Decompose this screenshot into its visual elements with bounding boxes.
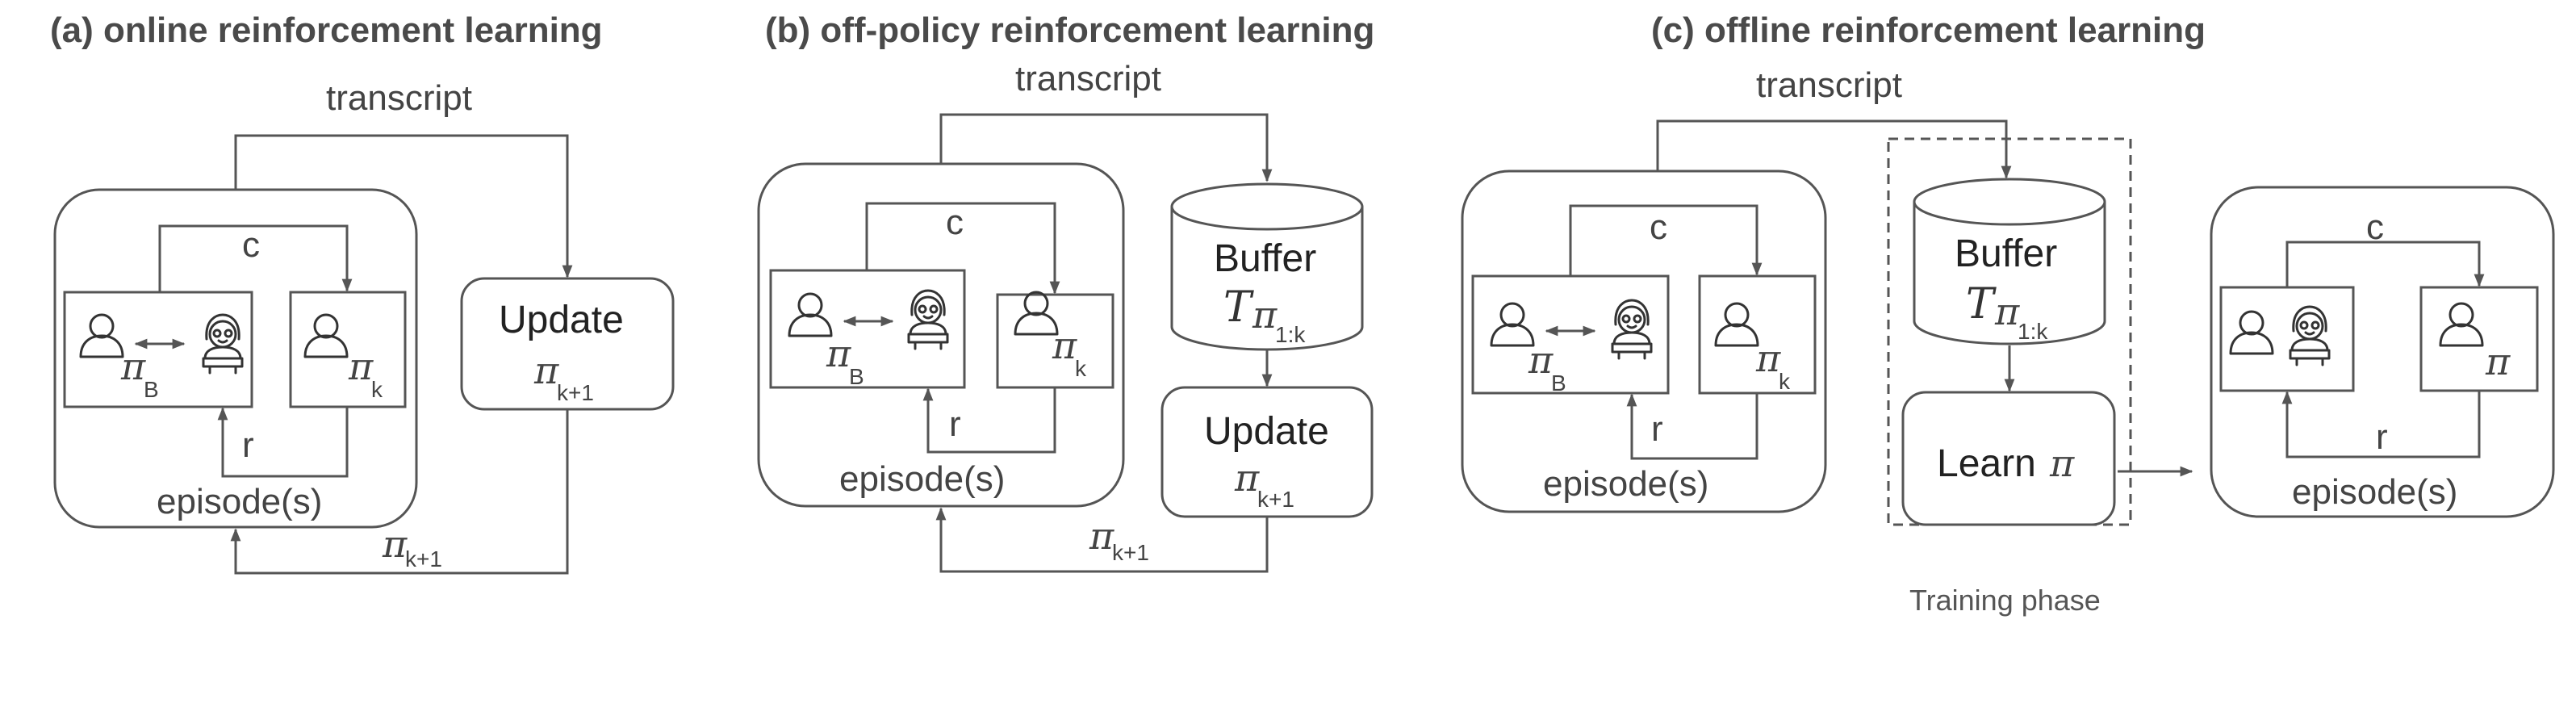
user-icon <box>1714 302 1759 347</box>
panel-c-pi2: π <box>2485 340 2511 383</box>
panel-c-buffer <box>1913 178 2106 345</box>
panel-b-r-label: r <box>949 404 961 444</box>
panel-b-c-arrow <box>865 202 1060 295</box>
panel-a-back-arrow <box>230 409 569 575</box>
panel-b-back-arrow <box>935 507 1269 573</box>
panel-c-buffer-pi: π <box>1994 290 2020 333</box>
panel-c-r-arrow <box>1626 393 1758 460</box>
panel-b-update-pi: π <box>1234 456 1260 500</box>
panel-c-episodes-label: episode(s) <box>1543 464 1708 504</box>
panel-a-episodes-label: episode(s) <box>157 482 322 521</box>
user-icon <box>1014 291 1059 336</box>
user-icon <box>79 313 124 358</box>
panel-a-update-pi: π <box>533 349 559 392</box>
panel-a-r-arrow <box>217 407 349 478</box>
panel-b-dialog-box <box>769 269 966 389</box>
panel-a-pi-b: π <box>120 345 146 388</box>
panel-b-pi-k-sub: k <box>1075 356 1087 381</box>
panel-a-c-label: c <box>242 225 260 265</box>
user-icon <box>1490 302 1535 347</box>
panel-c-r2-label: r <box>2376 417 2388 457</box>
panel-c-dialog2-box <box>2219 286 2355 392</box>
panel-c-pi-k: π <box>1755 337 1781 380</box>
panel-b-buffer <box>1170 182 1364 351</box>
panel-c-buffer-t: T <box>1966 280 1997 329</box>
panel-c-episodes2-box <box>2210 186 2555 518</box>
panel-a-update-pi-sub: k+1 <box>557 380 594 405</box>
panel-a-title: (a) online reinforcement learning <box>50 10 603 50</box>
panel-a-transcript-label: transcript <box>326 78 472 118</box>
panel-b-transcript-arrow <box>939 113 1273 182</box>
panel-c-c2-arrow <box>2285 241 2485 287</box>
panel-c-transcript-arrow <box>1656 119 2012 179</box>
panel-c-episodes2-label: episode(s) <box>2292 472 2457 512</box>
panel-c: (c) offline reinforcement learning π B π… <box>1461 10 2555 617</box>
panel-c-r2-arrow <box>2281 391 2481 458</box>
panel-b-buffer-label: Buffer <box>1214 237 1316 280</box>
panel-a-transcript-arrow <box>234 134 573 278</box>
robot-agent-icon <box>202 313 244 375</box>
panel-a-pi-k-sub: k <box>371 377 383 402</box>
panel-c-learn-label: Learn <box>1937 442 2036 485</box>
panel-c-training-phase-label: Training phase <box>1909 584 2101 617</box>
panel-b-pi-b-sub: B <box>849 364 864 389</box>
panel-a-update-label: Update <box>499 299 624 341</box>
panel-c-policy2-box <box>2419 286 2539 392</box>
panel-c-pi-b-sub: B <box>1551 370 1566 396</box>
panel-a-policy-box <box>289 291 407 408</box>
panel-a-r-label: r <box>242 425 254 465</box>
panel-c-episodes-box <box>1461 170 1827 513</box>
panel-b: (b) off-policy reinforcement learning π … <box>757 10 1374 573</box>
panel-c-buffer-sub: 1:k <box>2018 319 2048 344</box>
panel-b-c-label: c <box>946 203 964 242</box>
panel-c-dialog-box <box>1471 274 1670 395</box>
panel-c-c-arrow <box>1569 204 1763 276</box>
panel-b-transcript-label: transcript <box>1015 59 1161 98</box>
panel-a-back-pi: π <box>382 522 408 566</box>
panel-b-r-arrow <box>922 387 1056 454</box>
panel-c-learn-pi: π <box>2049 442 2075 485</box>
panel-a-pi-k: π <box>348 345 374 388</box>
panel-a-c-arrow <box>158 224 353 292</box>
panel-c-pi-k-sub: k <box>1779 369 1791 394</box>
robot-agent-icon <box>2289 305 2331 366</box>
panel-c-title: (c) offline reinforcement learning <box>1651 10 2206 50</box>
robot-agent-icon <box>907 289 949 350</box>
panel-b-buffer-sub: 1:k <box>1275 322 1306 347</box>
user-icon <box>303 313 349 358</box>
panel-b-back-pi-sub: k+1 <box>1112 540 1149 565</box>
panel-b-episodes-label: episode(s) <box>839 459 1005 499</box>
panel-b-buffer-t: T <box>1223 283 1254 332</box>
user-icon <box>788 292 833 337</box>
panel-c-learn-box <box>1901 391 2116 526</box>
panel-a-pi-b-sub: B <box>144 377 159 402</box>
panel-c-c-label: c <box>1650 207 1667 247</box>
panel-c-transcript-label: transcript <box>1756 65 1902 105</box>
panel-c-c2-label: c <box>2366 207 2384 247</box>
panel-b-back-pi: π <box>1089 514 1114 558</box>
robot-agent-icon <box>1611 299 1653 360</box>
panel-a: (a) online reinforcement learning π B π … <box>50 10 675 575</box>
panel-c-buffer-label: Buffer <box>1955 232 2057 275</box>
panel-b-update-pi-sub: k+1 <box>1257 487 1294 512</box>
panel-b-pi-k: π <box>1052 324 1077 367</box>
panel-b-buffer-pi: π <box>1252 293 1278 337</box>
panel-b-pi-b: π <box>826 332 851 375</box>
user-icon <box>2439 302 2484 347</box>
panel-b-update-label: Update <box>1204 410 1329 453</box>
panel-a-back-pi-sub: k+1 <box>405 546 442 571</box>
panel-b-title: (b) off-policy reinforcement learning <box>765 10 1374 50</box>
panel-a-dialog-box <box>63 291 253 408</box>
panel-c-r-label: r <box>1651 409 1663 449</box>
user-icon <box>2229 310 2274 355</box>
panel-c-pi-b: π <box>1528 338 1554 382</box>
